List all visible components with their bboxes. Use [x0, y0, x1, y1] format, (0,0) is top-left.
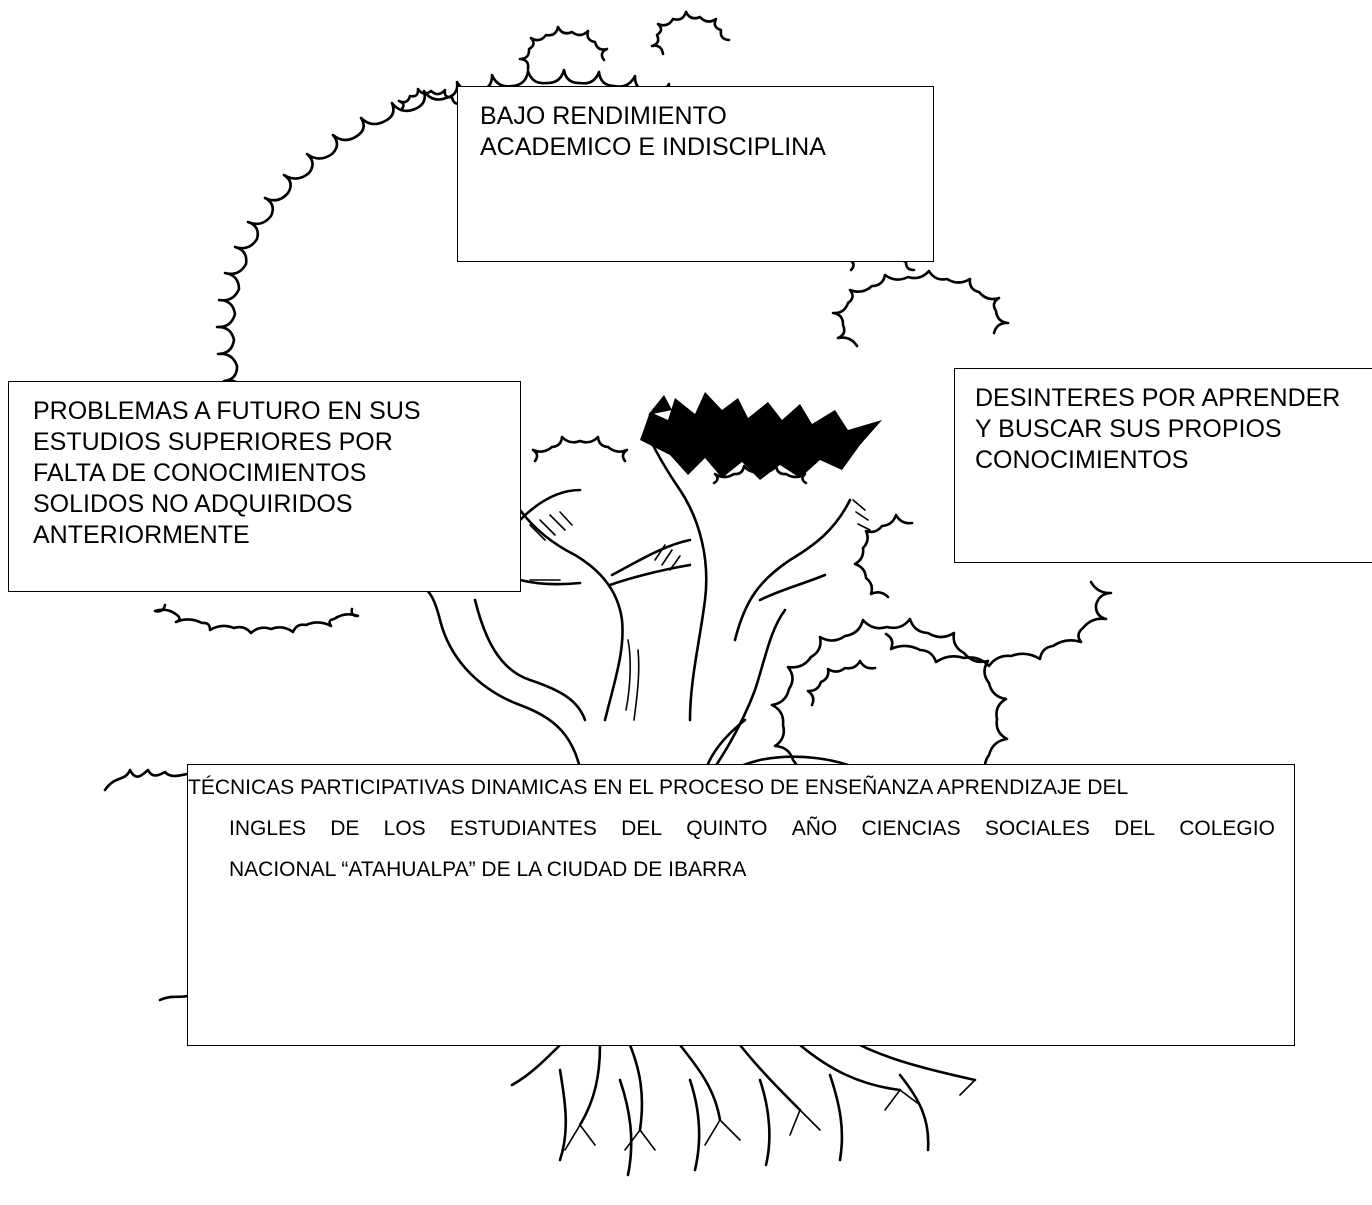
foliage-outline [215, 68, 682, 393]
foliage-outline [806, 659, 877, 707]
effect-right-line-1: DESINTERES POR APRENDER [975, 384, 1341, 412]
tree-roots [103, 768, 977, 1177]
effect-right-line-3: CONOCIMIENTOS [975, 446, 1189, 474]
problem-line-2-word: DEL [1114, 817, 1156, 840]
effect-right-line-2: Y BUSCAR SUS PROPIOS [975, 415, 1282, 443]
problem-line-1: TÉCNICAS PARTICIPATIVAS DINAMICAS EN EL … [188, 776, 1129, 799]
foliage-outline [531, 435, 629, 463]
effect-left-line-5: ANTERIORMENTE [33, 521, 250, 549]
problem-line-2-word: DEL [621, 817, 663, 840]
problem-line-2-word: AÑO [791, 817, 838, 840]
effect-left-line-3: FALTA DE CONOCIMIENTOS [33, 459, 367, 487]
problem-line-2-word: ESTUDIANTES [449, 817, 597, 840]
problem-line-2-word: QUINTO [686, 817, 768, 840]
effect-top-line-1: BAJO RENDIMIENTO [480, 102, 727, 130]
foliage-outline [853, 513, 914, 599]
problem-line-2: INGLES DE LOS ESTUDIANTES DEL QUINTO AÑO… [229, 808, 1275, 849]
effect-top-line-2: ACADEMICO E INDISCIPLINA [480, 133, 826, 161]
problem-line-2-word: CIENCIAS [861, 817, 961, 840]
foliage-outline [884, 580, 1113, 668]
dark-foliage [640, 392, 882, 480]
foliage-outline [650, 10, 731, 56]
foliage-outline [831, 269, 1010, 348]
effect-left-line-4: SOLIDOS NO ADQUIRIDOS [33, 490, 353, 518]
problem-line-2-word: SOCIALES [984, 817, 1090, 840]
foliage-outline [397, 87, 464, 112]
effect-left-line-2: ESTUDIOS SUPERIORES POR [33, 428, 393, 456]
foliage-outline [518, 25, 609, 71]
problem-line-2-word: LOS [383, 817, 426, 840]
problem-line-3: NACIONAL “ATAHUALPA” DE LA CIUDAD DE IBA… [229, 858, 747, 881]
central-problem-box: TÉCNICAS PARTICIPATIVAS DINAMICAS EN EL … [187, 764, 1295, 1046]
effect-box-lack-of-interest: DESINTERES POR APRENDER Y BUSCAR SUS PRO… [954, 368, 1372, 563]
effect-box-academic-performance: BAJO RENDIMIENTO ACADEMICO E INDISCIPLIN… [457, 86, 934, 262]
problem-line-2-word: DE [330, 817, 360, 840]
effect-left-line-1: PROBLEMAS A FUTURO EN SUS [33, 397, 421, 425]
foliage-outline [153, 603, 360, 635]
problem-line-2-word: COLEGIO [1179, 817, 1275, 840]
effect-box-future-problems: PROBLEMAS A FUTURO EN SUS ESTUDIOS SUPER… [8, 381, 521, 592]
problem-line-2-word: INGLES [229, 817, 307, 840]
